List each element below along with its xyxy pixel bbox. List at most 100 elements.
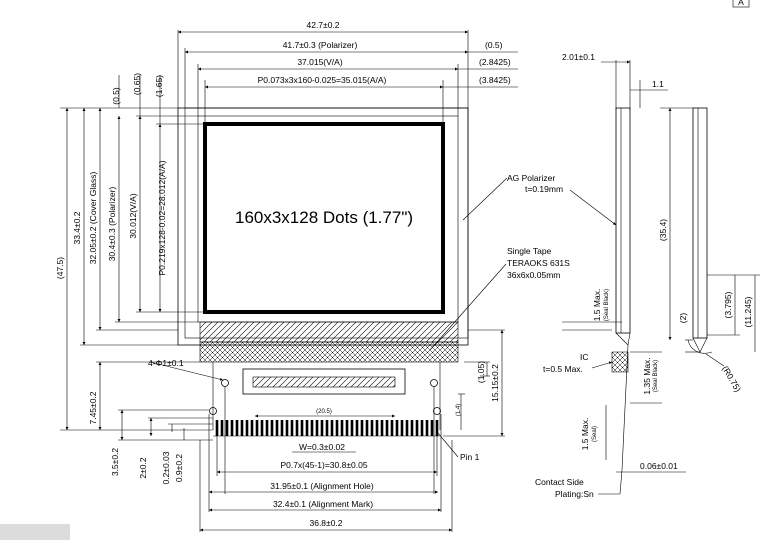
seal2-note: (Seal Black) — [653, 360, 659, 392]
fpc-pin — [420, 420, 424, 436]
fpc-pin — [260, 420, 264, 436]
dim-polarizer-offset-label: (0.5) — [485, 40, 503, 50]
ic-label: IC — [580, 352, 589, 362]
pin1-label: Pin 1 — [460, 452, 480, 462]
fpc-pin — [355, 420, 359, 436]
dim-11245-label: (11.245) — [743, 296, 753, 327]
fpc-pin — [295, 420, 299, 436]
fpc-pin — [340, 420, 344, 436]
dim-pitch-label: P0.7x(45-1)=30.8±0.05 — [280, 460, 367, 470]
dim-aa-offset-label: (3.8425) — [479, 75, 511, 85]
dim-va-offset-label: (2.8425) — [479, 57, 511, 67]
dim-thickness-label: 2.01±0.1 — [562, 52, 595, 62]
dim-105-label: (1.05) — [476, 361, 486, 383]
fpc-pin — [245, 420, 249, 436]
seal1-note: (Seal Black) — [604, 289, 610, 321]
dim-02-label: 0.2±0.03 — [161, 451, 171, 484]
dim-2-side-label: (2) — [678, 313, 688, 324]
side-view-b — [692, 107, 708, 339]
stiffener-tape — [242, 368, 406, 395]
dim-745-label: 7.45±0.2 — [88, 391, 98, 424]
dim-11-label: 1.1 — [652, 79, 664, 89]
side-glass — [615, 107, 631, 334]
tape-note-line3: 36x6x0.05mm — [507, 270, 560, 280]
fpc-pin — [390, 420, 394, 436]
fpc-pin — [435, 420, 439, 436]
alignment-mark-left — [209, 407, 217, 415]
dim-offset-165-label: (1.65) — [154, 75, 164, 97]
dim-1515-label: 15.15±0.2 — [490, 364, 500, 402]
fpc-pin — [345, 420, 349, 436]
dim-polarizer-height-label: 30.4±0.3 (Polarizer) — [107, 187, 117, 262]
dim-pin-width-label: W=0.3±0.02 — [299, 442, 345, 452]
fpc-pin — [325, 420, 329, 436]
alignment-hole-left — [221, 379, 229, 387]
seal3-note: (Seal) — [592, 426, 598, 442]
fpc-pin — [405, 420, 409, 436]
dim-align-hole-label: 31.95±0.1 (Alignment Hole) — [270, 481, 374, 491]
fpc-pin — [240, 420, 244, 436]
dim-006-label: 0.06±0.01 — [640, 461, 678, 471]
ag-polarizer-thickness: t=0.19mm — [525, 184, 563, 194]
dim-aa-height-label: P0.219x128-0.02=28.012(A/A) — [157, 160, 167, 275]
seal-band-hatch — [199, 321, 459, 343]
fpc-pin — [335, 420, 339, 436]
fpc-pin — [410, 420, 414, 436]
fpc-pin — [290, 420, 294, 436]
fpc-pin — [220, 420, 224, 436]
fpc-pin — [360, 420, 364, 436]
fpc-pin — [425, 420, 429, 436]
ag-polarizer-label: AG Polarizer — [507, 173, 555, 183]
dim-offset-05-label: (0.5) — [111, 87, 121, 105]
blurred-watermark — [0, 524, 70, 540]
fpc-pin — [270, 420, 274, 436]
alignment-hole-right — [430, 379, 438, 387]
fpc-pin — [385, 420, 389, 436]
alignment-mark-right — [433, 407, 441, 415]
revision-box — [732, 0, 750, 8]
fpc-pin — [320, 420, 324, 436]
fpc-pin — [350, 420, 354, 436]
dim-overall-width-label: 42.7±0.2 — [306, 20, 339, 30]
fpc-pin — [285, 420, 289, 436]
fpc-pin — [310, 420, 314, 436]
fpc-pin — [430, 420, 434, 436]
dim-align-mark-label: 32.4±0.1 (Alignment Mark) — [273, 499, 373, 509]
fpc-pin — [230, 420, 234, 436]
fpc-pin — [395, 420, 399, 436]
dim-va-height-label: 30.012(V/A) — [128, 193, 138, 239]
dim-polarizer-width-label: 41.7±0.3 (Polarizer) — [283, 40, 358, 50]
dim-offset-065-label: (0.65) — [132, 73, 142, 95]
fpc-pin — [255, 420, 259, 436]
plating-label: Plating:Sn — [555, 489, 594, 499]
ic-thickness-label: t=0.5 Max. — [543, 364, 583, 374]
dim-354-label: (35.4) — [658, 219, 668, 241]
dim-cover-glass-label: 32.05±0.2 (Cover Glass) — [88, 172, 98, 265]
fpc-pin — [415, 420, 419, 436]
dim-09-label: 0.9±0.2 — [174, 454, 184, 483]
seal2-label: 1.35 Max. — [642, 357, 652, 394]
tape-note-line1: Single Tape — [507, 246, 552, 256]
dim-205-label: (20.5) — [316, 409, 332, 415]
fpc-pin — [400, 420, 404, 436]
fpc-pin — [275, 420, 279, 436]
dim-va-width-label: 37.015(V/A) — [297, 57, 343, 67]
dim-14-label: (1.4) — [456, 404, 462, 416]
side-ic — [611, 351, 629, 373]
fpc-pins — [215, 420, 439, 436]
dim-glass-height-label: 33.4±0.2 — [72, 211, 82, 244]
dim-fpc-total-label: 36.8±0.2 — [309, 518, 342, 528]
fpc-pin — [300, 420, 304, 436]
display-resolution-label: 160x3x128 Dots (1.77") — [235, 208, 413, 227]
active-area — [203, 122, 445, 314]
fpc-pin — [380, 420, 384, 436]
fpc-pin — [375, 420, 379, 436]
ic-area-hatch — [199, 341, 459, 363]
dim-aa-width-label: P0.073x3x160-0.025=35.015(A/A) — [258, 75, 387, 85]
fpc-pin — [305, 420, 309, 436]
fpc-pin — [265, 420, 269, 436]
fpc-pin — [280, 420, 284, 436]
contact-side-label: Contact Side — [535, 477, 584, 487]
